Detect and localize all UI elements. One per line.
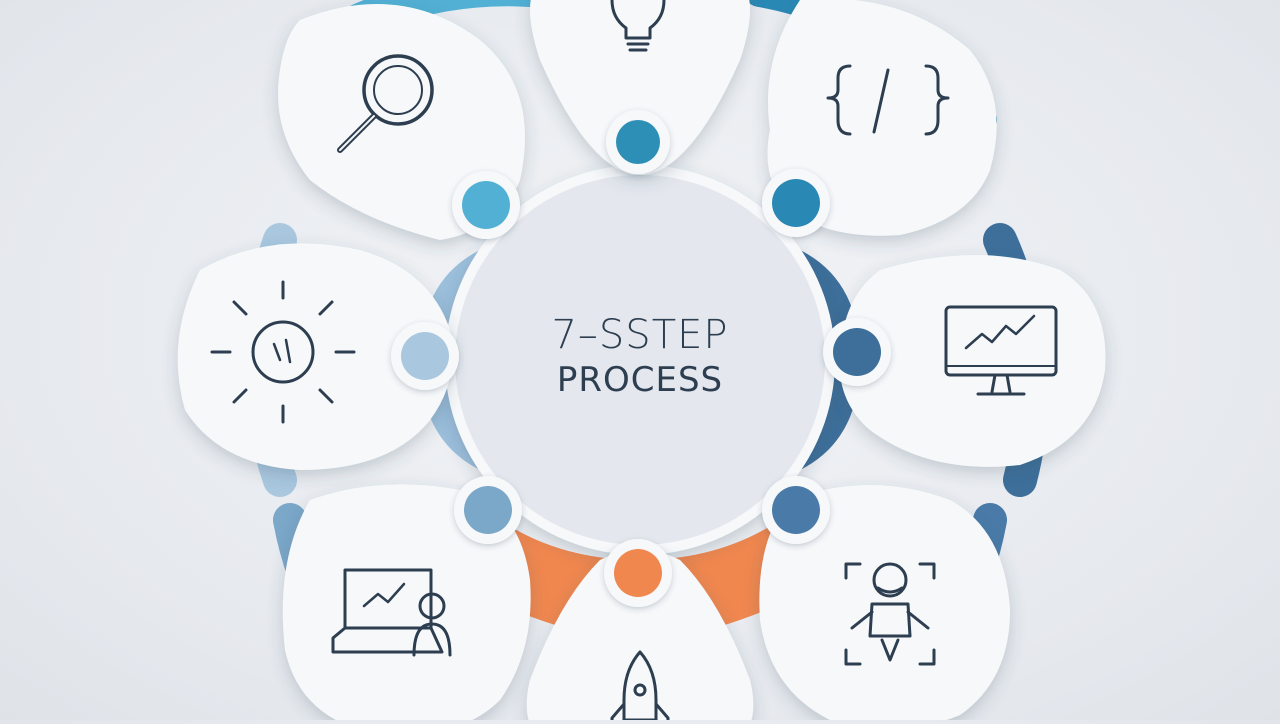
step-node-left-dot bbox=[401, 332, 449, 380]
step-node-top-right-dot bbox=[772, 179, 820, 227]
lightbulb-icon bbox=[610, 0, 666, 52]
center-title-line1: 7–SSTEP bbox=[551, 312, 729, 358]
step-card-left bbox=[177, 243, 459, 470]
card-shape bbox=[282, 484, 531, 724]
sun-icon bbox=[210, 280, 356, 424]
card-shape bbox=[177, 243, 453, 470]
step-card-right bbox=[823, 255, 1106, 467]
step-card-bottom bbox=[526, 539, 754, 724]
search-icon bbox=[337, 54, 434, 153]
presentation-icon bbox=[331, 568, 452, 657]
step-card-bottom-right bbox=[759, 476, 1010, 724]
step-node-top-left-dot bbox=[462, 181, 510, 229]
step-card-top-left bbox=[278, 4, 525, 240]
card-shape bbox=[767, 0, 997, 236]
code-icon bbox=[826, 64, 950, 136]
step-node-bottom-left-dot bbox=[464, 486, 512, 534]
center-title-line2: PROCESS bbox=[556, 360, 724, 400]
astronaut-icon bbox=[844, 562, 936, 666]
monitor-chart-icon bbox=[944, 305, 1058, 396]
step-card-top bbox=[530, 0, 750, 175]
step-node-bottom-dot bbox=[614, 549, 662, 597]
card-shape bbox=[526, 550, 754, 724]
step-node-bottom-right-dot bbox=[772, 486, 820, 534]
step-node-top-dot bbox=[616, 120, 660, 164]
step-card-bottom-left bbox=[282, 476, 531, 724]
step-card-top-right bbox=[762, 0, 997, 237]
card-shape bbox=[530, 0, 750, 175]
step-node-right-dot bbox=[833, 328, 881, 376]
